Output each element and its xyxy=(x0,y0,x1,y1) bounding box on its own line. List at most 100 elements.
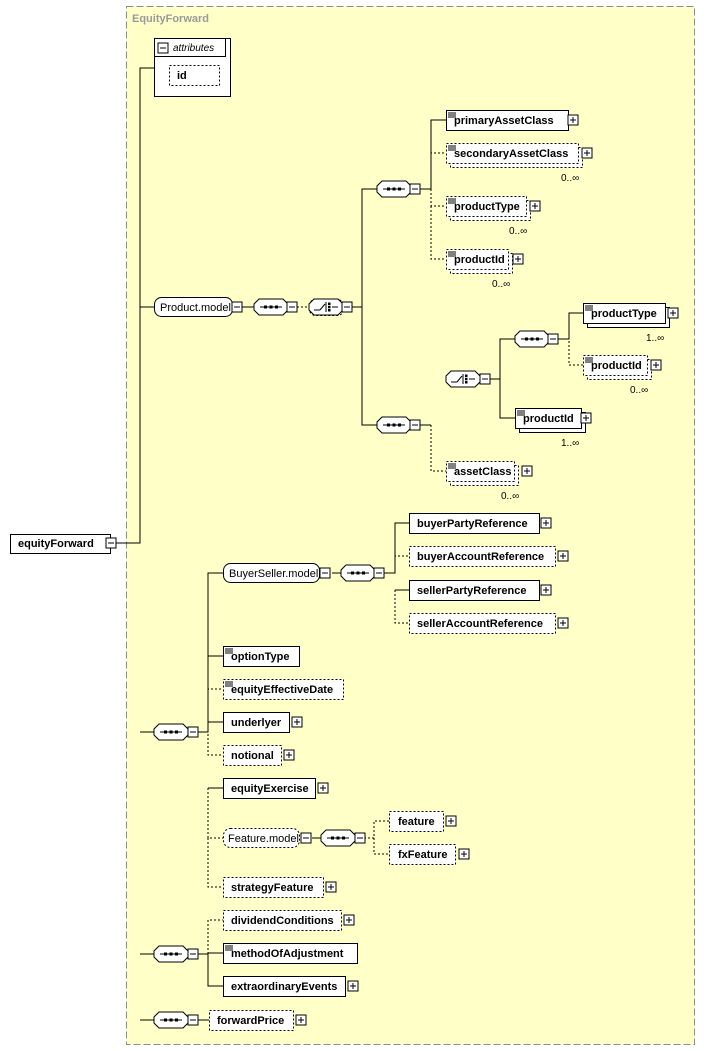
expand-icon[interactable] xyxy=(295,1014,307,1026)
expand-icon[interactable] xyxy=(317,782,329,794)
feature-model-group[interactable]: Feature.model xyxy=(223,828,312,848)
collapse-sequence-icon[interactable] xyxy=(409,183,421,195)
svg-text:notional: notional xyxy=(231,750,274,762)
collapse-choice-icon[interactable] xyxy=(479,373,491,385)
svg-text:productId: productId xyxy=(523,413,574,425)
sequence-compositor-icon xyxy=(153,723,189,741)
collapse-sequence-icon[interactable] xyxy=(354,832,366,844)
svg-text:strategyFeature: strategyFeature xyxy=(231,882,314,894)
element-equity-exercise[interactable]: equityExercise xyxy=(223,778,329,799)
svg-text:equityEffectiveDate: equityEffectiveDate xyxy=(231,684,333,696)
collapse-sequence-icon[interactable] xyxy=(409,419,421,431)
element-secondary-asset-class[interactable]: secondaryAssetClass 0..∞ xyxy=(446,143,593,185)
expand-icon[interactable] xyxy=(521,465,533,477)
element-extraordinary-events[interactable]: extraordinaryEvents xyxy=(223,976,359,997)
root-label: equityForward xyxy=(18,538,94,550)
svg-text:secondaryAssetClass: secondaryAssetClass xyxy=(454,148,568,160)
cardinality: 0..∞ xyxy=(501,491,519,502)
collapse-sequence-icon[interactable] xyxy=(286,301,298,313)
expand-icon[interactable] xyxy=(557,617,569,629)
product-model-group[interactable]: Product.model xyxy=(154,297,243,317)
svg-text:assetClass: assetClass xyxy=(454,466,512,478)
expand-icon[interactable] xyxy=(580,412,592,424)
element-fx-feature[interactable]: fxFeature xyxy=(389,844,470,865)
cardinality: 0..∞ xyxy=(509,226,527,237)
choice-compositor-icon xyxy=(445,370,481,388)
element-notional[interactable]: notional xyxy=(223,745,295,766)
element-primary-asset-class[interactable]: primaryAssetClass xyxy=(446,110,579,131)
expand-icon[interactable] xyxy=(458,848,470,860)
svg-text:sellerPartyReference: sellerPartyReference xyxy=(417,585,526,597)
element-product-id-3[interactable]: productId 1..∞ xyxy=(515,408,592,450)
svg-text:methodOfAdjustment: methodOfAdjustment xyxy=(231,948,344,960)
expand-icon[interactable] xyxy=(291,716,303,728)
expand-icon[interactable] xyxy=(343,914,355,926)
expand-icon[interactable] xyxy=(512,253,524,265)
optional-connector-lines xyxy=(207,120,583,954)
cardinality: 0..∞ xyxy=(630,385,648,396)
collapse-sequence-icon[interactable] xyxy=(547,333,559,345)
attributes-box: attributes id xyxy=(154,38,231,97)
element-buyer-party-reference[interactable]: buyerPartyReference xyxy=(409,513,552,534)
element-dividend-conditions[interactable]: dividendConditions xyxy=(223,910,355,931)
expand-icon[interactable] xyxy=(325,881,337,893)
sequence-compositor-icon xyxy=(376,416,412,434)
svg-text:fxFeature: fxFeature xyxy=(398,849,448,861)
expand-icon[interactable] xyxy=(445,815,457,827)
collapse-sequence-icon[interactable] xyxy=(373,567,385,579)
expand-icon[interactable] xyxy=(529,200,541,212)
expand-icon[interactable] xyxy=(540,584,552,596)
collapse-product-model-icon[interactable] xyxy=(231,301,243,313)
sequence-compositor-icon xyxy=(153,1011,189,1029)
expand-icon[interactable] xyxy=(557,550,569,562)
sequence-compositor-icon xyxy=(253,298,289,316)
svg-text:Feature.model: Feature.model xyxy=(228,833,299,845)
collapse-attributes-icon[interactable] xyxy=(157,42,169,54)
element-equity-effective-date[interactable]: equityEffectiveDate xyxy=(223,679,344,700)
cardinality: 1..∞ xyxy=(561,438,579,449)
collapse-sequence-icon[interactable] xyxy=(187,726,199,738)
expand-icon[interactable] xyxy=(667,307,679,319)
sequence-compositor-icon xyxy=(514,330,550,348)
svg-text:buyerPartyReference: buyerPartyReference xyxy=(417,518,528,530)
sequence-compositor-icon xyxy=(153,945,189,963)
element-product-id-2[interactable]: productId 0..∞ xyxy=(583,355,662,397)
element-product-id[interactable]: productId 0..∞ xyxy=(446,249,524,291)
svg-text:dividendConditions: dividendConditions xyxy=(231,915,334,927)
collapse-choice-icon[interactable] xyxy=(341,301,353,313)
group-title: EquityForward xyxy=(132,13,209,25)
svg-text:buyerAccountReference: buyerAccountReference xyxy=(417,551,544,563)
element-seller-account-reference[interactable]: sellerAccountReference xyxy=(409,613,569,634)
collapse-root-icon[interactable] xyxy=(105,537,117,549)
expand-icon[interactable] xyxy=(650,359,662,371)
expand-icon[interactable] xyxy=(581,147,593,159)
expand-icon[interactable] xyxy=(347,980,359,992)
root-element-equity-forward[interactable]: equityForward xyxy=(10,534,117,554)
svg-text:sellerAccountReference: sellerAccountReference xyxy=(417,618,543,630)
element-product-type-2[interactable]: productType 1..∞ xyxy=(583,303,679,345)
attribute-id: id xyxy=(177,70,187,82)
expand-icon[interactable] xyxy=(540,517,552,529)
cardinality: 1..∞ xyxy=(646,333,664,344)
svg-text:extraordinaryEvents: extraordinaryEvents xyxy=(231,981,337,993)
element-seller-party-reference[interactable]: sellerPartyReference xyxy=(409,580,552,601)
element-method-of-adjustment[interactable]: methodOfAdjustment xyxy=(223,943,358,964)
element-asset-class[interactable]: assetClass 0..∞ xyxy=(446,461,533,503)
element-option-type[interactable]: optionType xyxy=(223,646,300,667)
element-strategy-feature[interactable]: strategyFeature xyxy=(223,877,337,898)
element-underlyer[interactable]: underlyer xyxy=(223,712,303,733)
expand-icon[interactable] xyxy=(283,749,295,761)
collapse-sequence-icon[interactable] xyxy=(187,1014,199,1026)
svg-text:equityExercise: equityExercise xyxy=(231,783,309,795)
collapse-buyer-seller-icon[interactable] xyxy=(319,567,331,579)
expand-icon[interactable] xyxy=(567,114,579,126)
collapse-feature-model-icon[interactable] xyxy=(300,832,312,844)
collapse-sequence-icon[interactable] xyxy=(187,948,199,960)
choice-compositor-icon xyxy=(308,298,344,316)
element-product-type[interactable]: productType 0..∞ xyxy=(446,196,541,238)
element-feature[interactable]: feature xyxy=(389,811,457,832)
buyer-seller-model-group[interactable]: BuyerSeller.model xyxy=(223,563,331,583)
element-forward-price[interactable]: forwardPrice xyxy=(209,1010,307,1031)
element-buyer-account-reference[interactable]: buyerAccountReference xyxy=(409,546,569,567)
